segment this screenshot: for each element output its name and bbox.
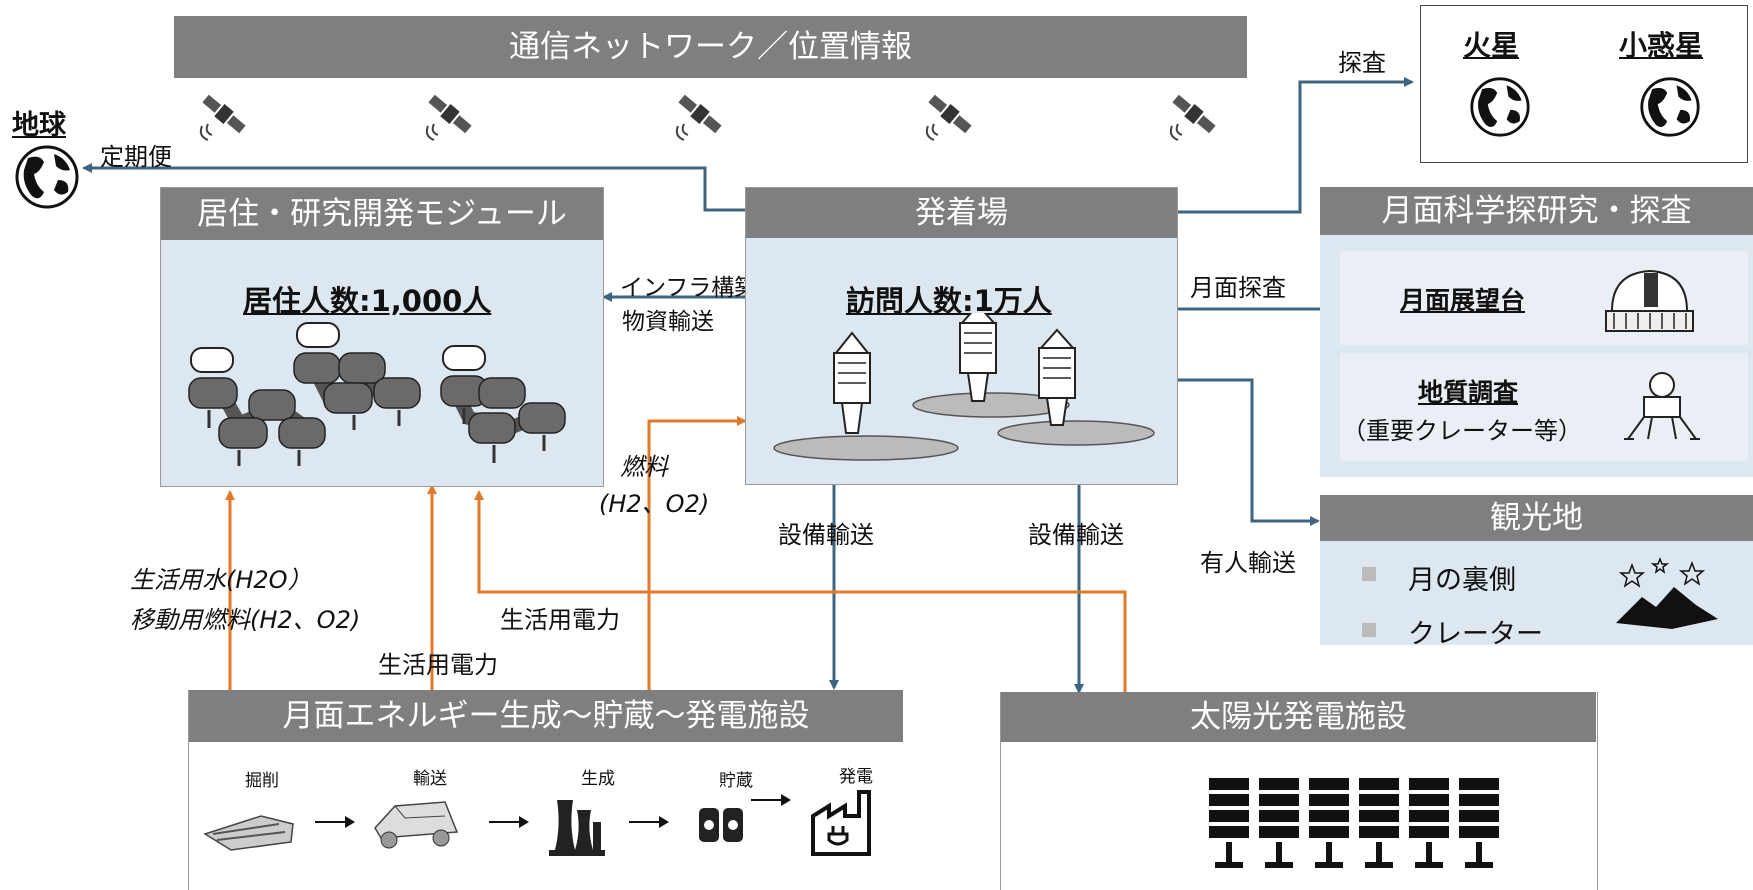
step-power: 発電 [839,767,873,787]
globe-icon [15,145,79,209]
science-panel: 月面科学探研究・探査 月面展望台 地質調査 （重要クレーター等） [1320,187,1753,477]
earth-route-label: 定期便 [100,143,172,171]
solar-panels-icon [1209,778,1499,868]
arrow-port-tourism [1178,378,1320,526]
geology-card: 地質調査 （重要クレーター等） [1340,353,1748,461]
fuel-formula: (H2、O2) [599,490,710,518]
mars-globe-icon [1470,77,1530,137]
arrow-solar-habitat [474,490,1127,692]
observatory-label: 月面展望台 [1400,286,1526,315]
power-plant-icon [549,800,605,856]
starry-mountain-icon [1616,556,1718,629]
arrow-icon [629,816,669,828]
power-label-2: 生活用電力 [378,651,498,679]
infra-build-label: インフラ構築 [620,275,758,301]
step-storage: 貯蔵 [719,771,753,791]
earth-label: 地球 [12,110,66,141]
tourism-panel: 観光地 月の裏側 クレーター [1320,495,1753,650]
step-transport: 輸送 [413,769,447,789]
network-banner: 通信ネットワーク／位置情報 [174,16,1247,78]
habitat-panel: 居住・研究開発モジュール 居住人数:1,000人 [160,187,604,487]
factory-power-icon [811,790,871,856]
residents-count: 居住人数:1,000人 [243,284,492,318]
arrow-icon [315,816,355,828]
step-excavation: 掘削 [245,771,279,791]
storage-tank-icon [699,808,743,842]
energy-facility-title: 月面エネルギー生成～貯蔵～発電施設 [189,690,903,742]
science-title: 月面科学探研究・探査 [1320,187,1753,235]
asteroid-label: 小惑星 [1619,29,1704,62]
arrow-icon [489,816,529,828]
geology-label: 地質調査 [1418,378,1519,407]
equipment-transport-label-2: 設備輸送 [1028,521,1124,549]
port-title: 発着場 [746,188,1177,238]
arrow-icon [751,794,791,806]
geology-note: （重要クレーター等） [1342,417,1582,445]
tourism-item-far-side: 月の裏側 [1408,565,1516,596]
step-generation: 生成 [581,769,615,789]
excavator-icon [203,815,294,851]
solar-facility-title: 太陽光発電施設 [1001,692,1596,742]
visitors-count: 訪問人数:1万人 [846,284,1052,318]
lunar-lander-icon [1624,372,1700,440]
mobility-fuel-label: 移動用燃料(H2、O2) [130,606,361,634]
tourism-title: 観光地 [1320,495,1753,541]
satellite-icon [925,94,972,141]
arrow-port-destinations [1170,77,1414,217]
asteroid-globe-icon [1640,77,1700,137]
satellite-icon [1169,94,1216,141]
lunar-survey-route: 月面探査 [1190,274,1286,302]
water-label: 生活用水(H2O） [130,566,312,594]
mars-label: 火星 [1463,29,1520,62]
destinations-box: 火星 小惑星 [1420,5,1748,163]
observatory-card: 月面展望台 [1340,251,1748,345]
survey-label: 探査 [1338,49,1386,77]
habitat-modules-illustration [188,322,566,466]
equipment-transport-label-1: 設備輸送 [778,521,874,549]
tourism-bullet-icon [1362,567,1376,581]
arrow-port-earth [82,163,753,215]
crewed-transport-route: 有人輸送 [1200,549,1296,577]
tourism-item-crater: クレーター [1408,619,1543,650]
satellite-icon [425,94,472,141]
power-label-1: 生活用電力 [500,606,620,634]
fuel-label: 燃料 [620,453,668,481]
rocket-illustration [773,313,1155,461]
solar-facility-panel: 太陽光発電施設 [1000,692,1598,890]
observatory-icon [1605,269,1694,332]
satellite-icon [675,94,722,141]
arrow-fuel-port [647,416,747,690]
transport-vehicle-icon [374,801,459,849]
port-panel: 発着場 訪問人数:1万人 [745,187,1178,485]
energy-facility-panel: 月面エネルギー生成～貯蔵～発電施設 掘削 輸送 生成 貯蔵 発電 [188,690,903,890]
habitat-title: 居住・研究開発モジュール [161,188,603,240]
tourism-bullet-icon [1362,623,1376,637]
material-transport-label: 物資輸送 [622,309,714,335]
satellite-icon [199,94,246,141]
